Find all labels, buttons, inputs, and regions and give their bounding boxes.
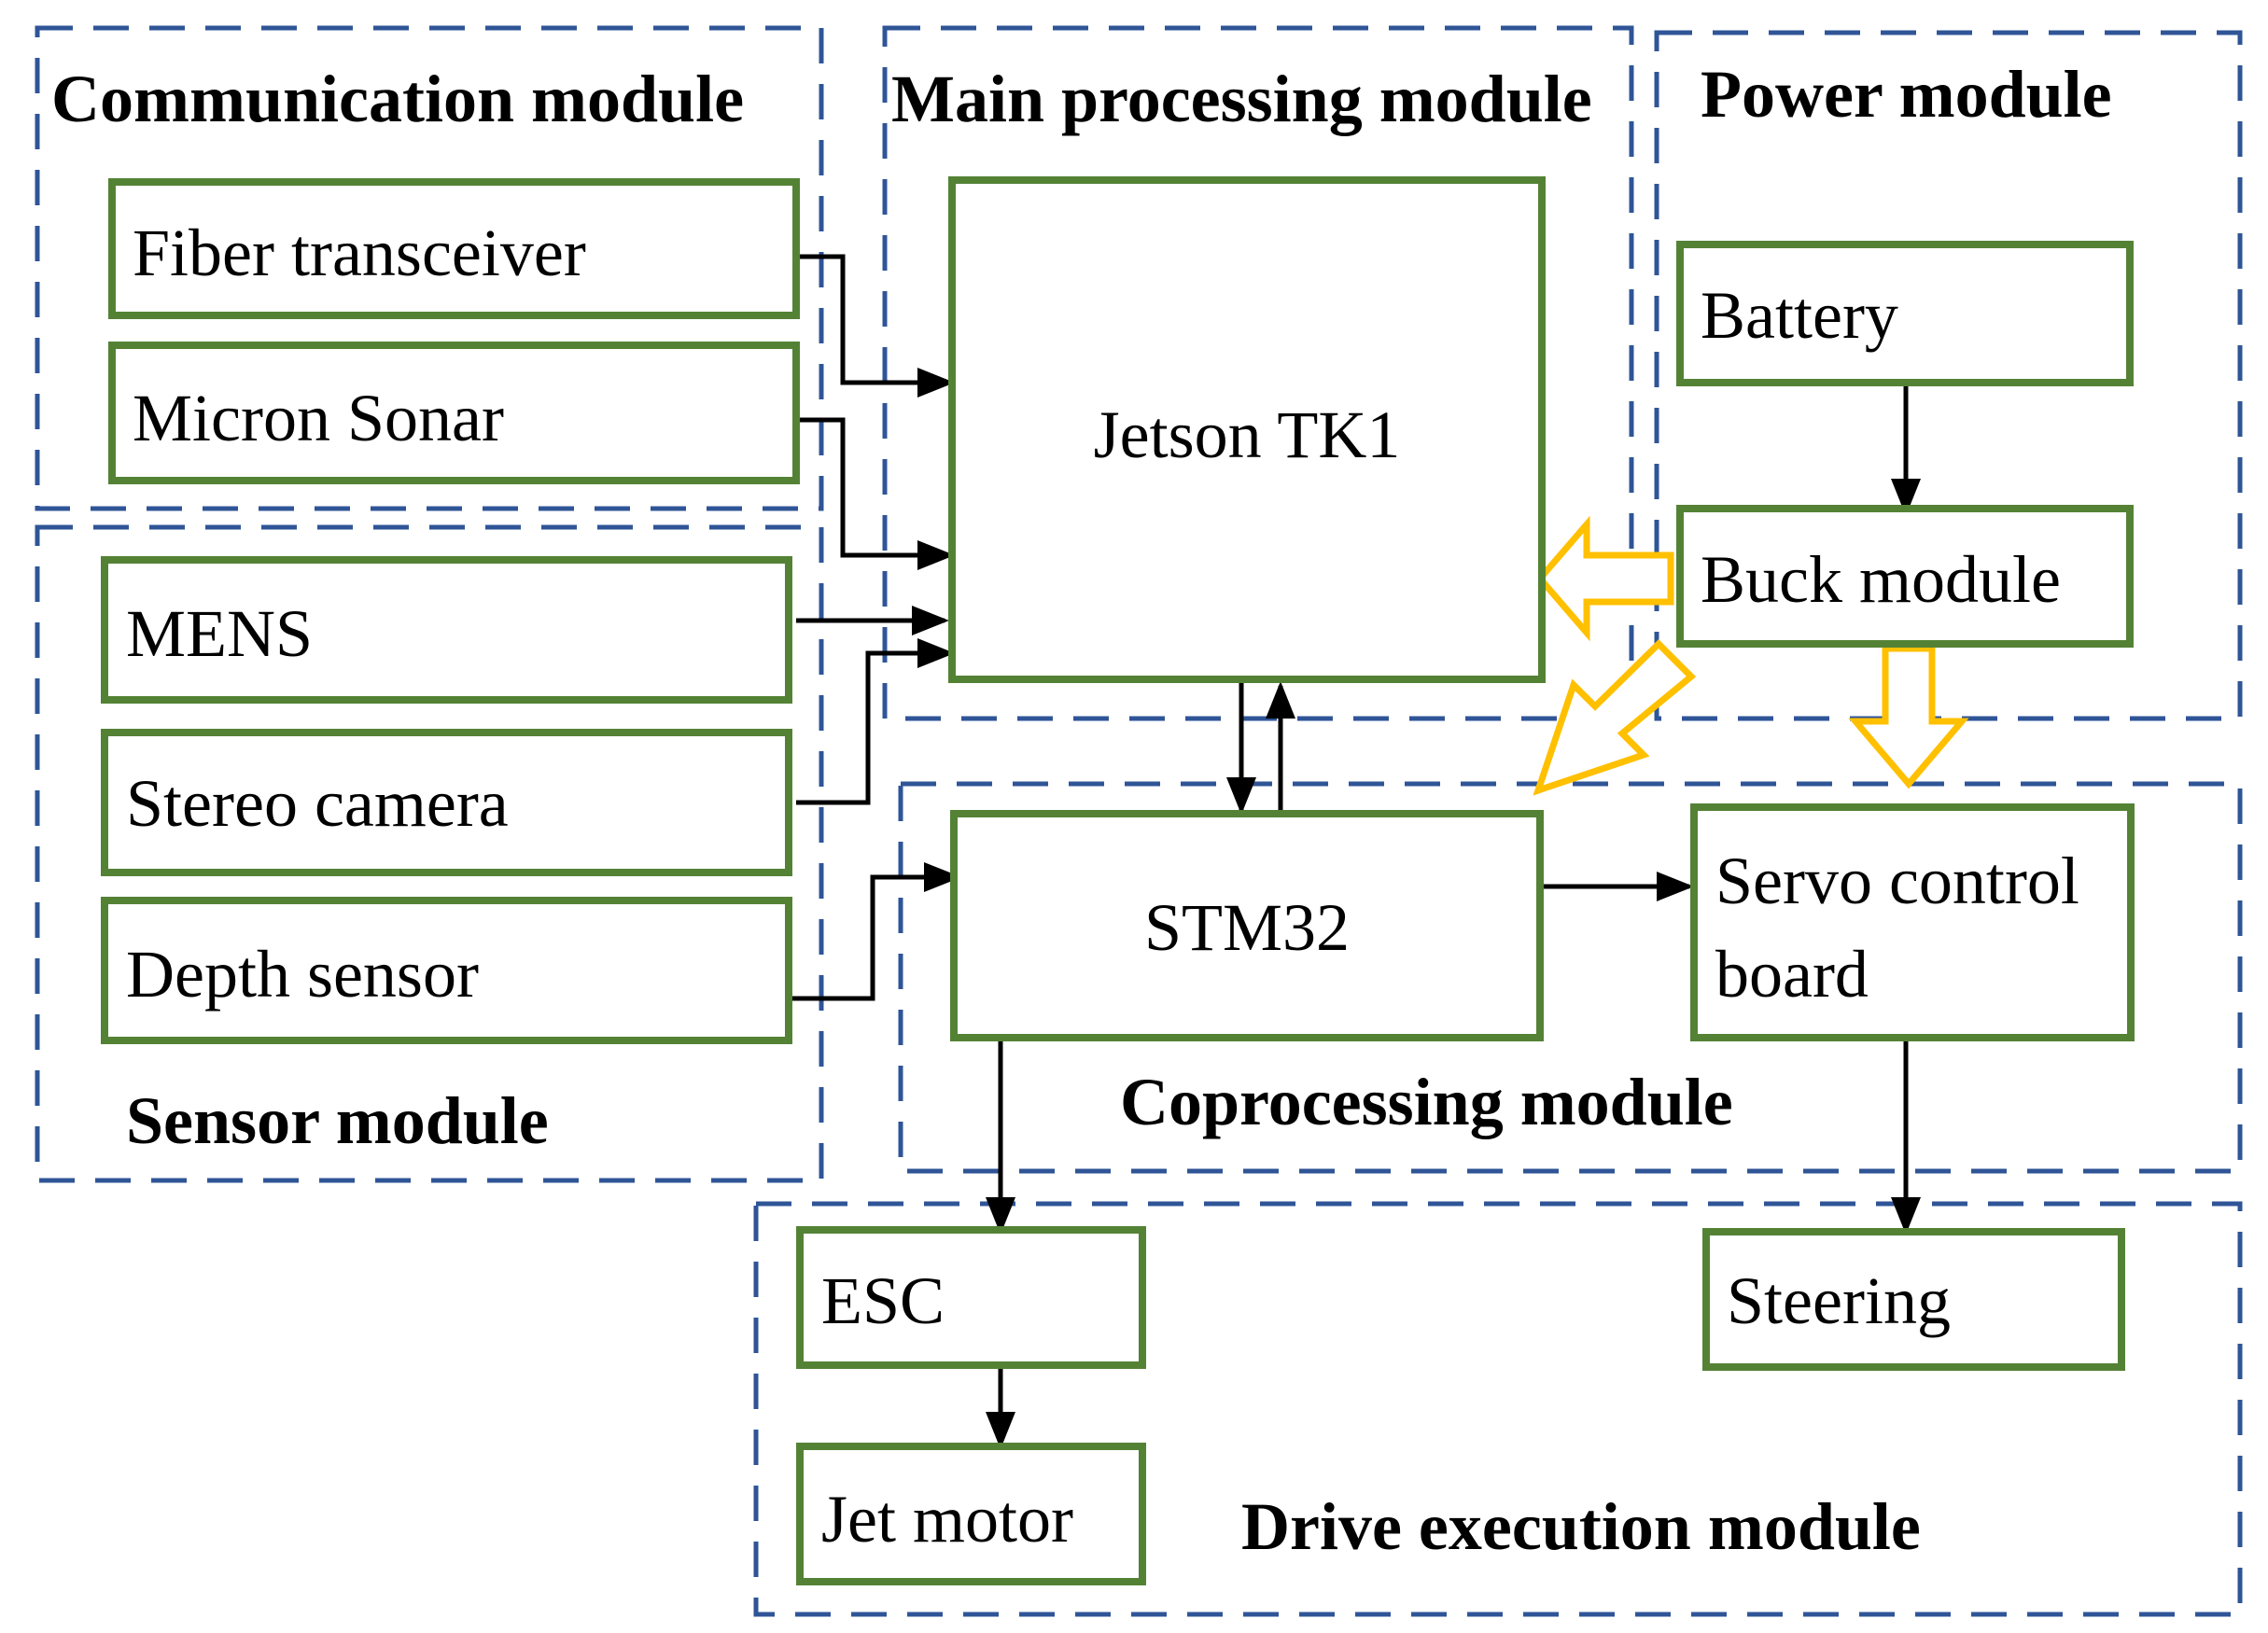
steering-node: Steering: [1702, 1228, 2125, 1371]
power-module-label: Power module: [1701, 57, 2112, 132]
communication-module-box: [35, 25, 824, 511]
coprocessing-module-label: Coprocessing module: [1120, 1065, 1733, 1139]
stereo-camera-node: Stereo camera: [101, 729, 792, 876]
servo-control-label-line2: board: [1715, 937, 1869, 1012]
micron-sonar-node: Micron Sonar: [108, 342, 800, 484]
mens-label: MENS: [126, 596, 313, 671]
sensor-module-label: Sensor module: [126, 1083, 549, 1158]
jet-motor-node: Jet motor: [796, 1443, 1146, 1585]
buck-module-label: Buck module: [1701, 542, 2061, 617]
main-processing-module-label: Main processing module: [891, 62, 1592, 136]
power-module-box: [1654, 30, 2243, 721]
servo-control-label-line1: Servo control: [1715, 844, 2079, 918]
depth-to-stm32-wire: [787, 862, 961, 1001]
drive-execution-module-box: [753, 1201, 2243, 1617]
power-arrow-buck-to-jetson: [1535, 515, 1674, 642]
main-processing-module-box: [882, 25, 1634, 721]
stm32-node: STM32: [950, 810, 1544, 1041]
coprocessing-module-box: [898, 781, 2243, 1174]
steering-label: Steering: [1727, 1263, 1951, 1338]
depth-sensor-node: Depth sensor: [101, 897, 792, 1044]
mens-node: MENS: [101, 556, 792, 704]
sonar-to-jetson-wire: [796, 417, 955, 570]
fiber-transceiver-label: Fiber transceiver: [133, 216, 586, 290]
micron-sonar-label: Micron Sonar: [133, 381, 504, 455]
servo-control-board-node: Servo control board: [1690, 803, 2135, 1041]
jetson-tk1-node: Jetson TK1: [948, 176, 1546, 683]
depth-sensor-label: Depth sensor: [126, 937, 479, 1012]
stereo-camera-label: Stereo camera: [126, 766, 509, 841]
stereo-to-jetson-wire: [796, 638, 955, 805]
stm32-label: STM32: [1144, 890, 1350, 965]
esc-label: ESC: [821, 1263, 945, 1338]
jet-motor-label: Jet motor: [821, 1482, 1073, 1556]
sensor-module-box: [35, 524, 824, 1183]
fiber-to-jetson-wire: [796, 254, 955, 398]
power-arrow-buck-to-stm32: [1533, 639, 1697, 796]
fiber-transceiver-node: Fiber transceiver: [108, 178, 800, 319]
battery-node: Battery: [1676, 241, 2134, 386]
buck-module-node: Buck module: [1676, 505, 2134, 648]
jetson-tk1-label: Jetson TK1: [1094, 398, 1401, 472]
esc-node: ESC: [796, 1226, 1146, 1369]
drive-execution-module-label: Drive execution module: [1241, 1489, 1921, 1564]
battery-label: Battery: [1701, 278, 1898, 353]
power-arrow-buck-to-servo: [1848, 645, 1969, 789]
communication-module-label: Communication module: [51, 62, 744, 136]
